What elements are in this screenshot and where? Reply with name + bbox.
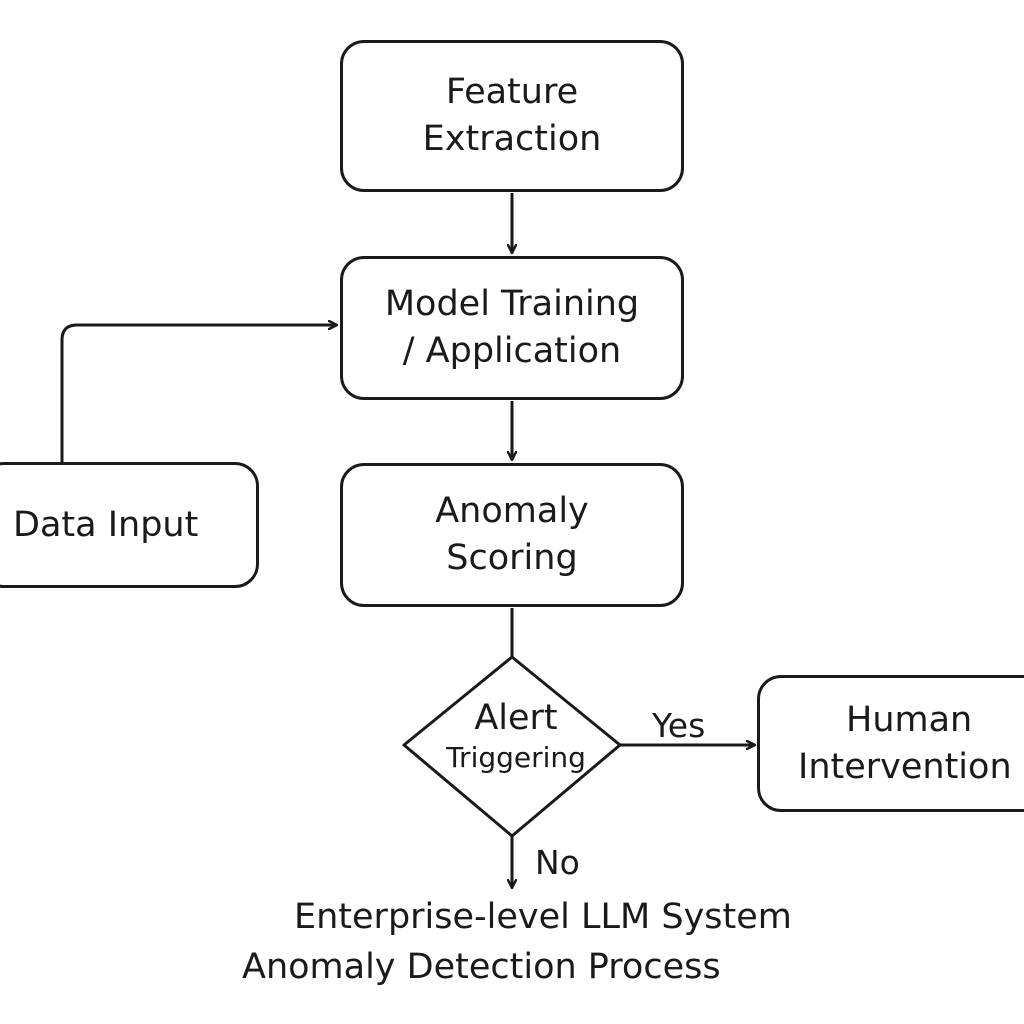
node-model-training-line-1: Model Training xyxy=(384,284,640,324)
node-anomaly-scoring-line-1: Anomaly xyxy=(435,491,589,531)
node-human-intervention: Human Intervention xyxy=(757,675,1024,812)
node-alert-triggering-line-2: Triggering xyxy=(446,741,586,774)
node-data-input-line-1: Data Input xyxy=(13,504,199,545)
node-feature-extraction-line-2: Extraction xyxy=(422,119,602,159)
node-model-training: Model Training / Application xyxy=(340,256,684,400)
node-anomaly-scoring: Anomaly Scoring xyxy=(340,463,684,607)
node-feature-extraction: Feature Extraction xyxy=(340,40,684,192)
caption-line-1: Enterprise-level LLM System xyxy=(294,897,792,937)
caption-line-2: Anomaly Detection Process xyxy=(242,947,721,987)
node-model-training-line-2: / Application xyxy=(402,331,622,371)
edge-label-no: No xyxy=(535,843,580,882)
node-data-input: Data Input xyxy=(0,462,259,588)
node-alert-triggering-line-1: Alert xyxy=(474,698,558,738)
node-human-intervention-line-2: Intervention xyxy=(798,746,1012,787)
edge-data-to-model xyxy=(60,325,337,462)
edge-label-yes: Yes xyxy=(652,706,706,745)
node-alert-triggering: Alert Triggering xyxy=(404,696,628,776)
node-human-intervention-line-1: Human xyxy=(846,699,973,740)
node-anomaly-scoring-line-2: Scoring xyxy=(446,538,578,578)
node-feature-extraction-line-1: Feature xyxy=(445,72,579,112)
